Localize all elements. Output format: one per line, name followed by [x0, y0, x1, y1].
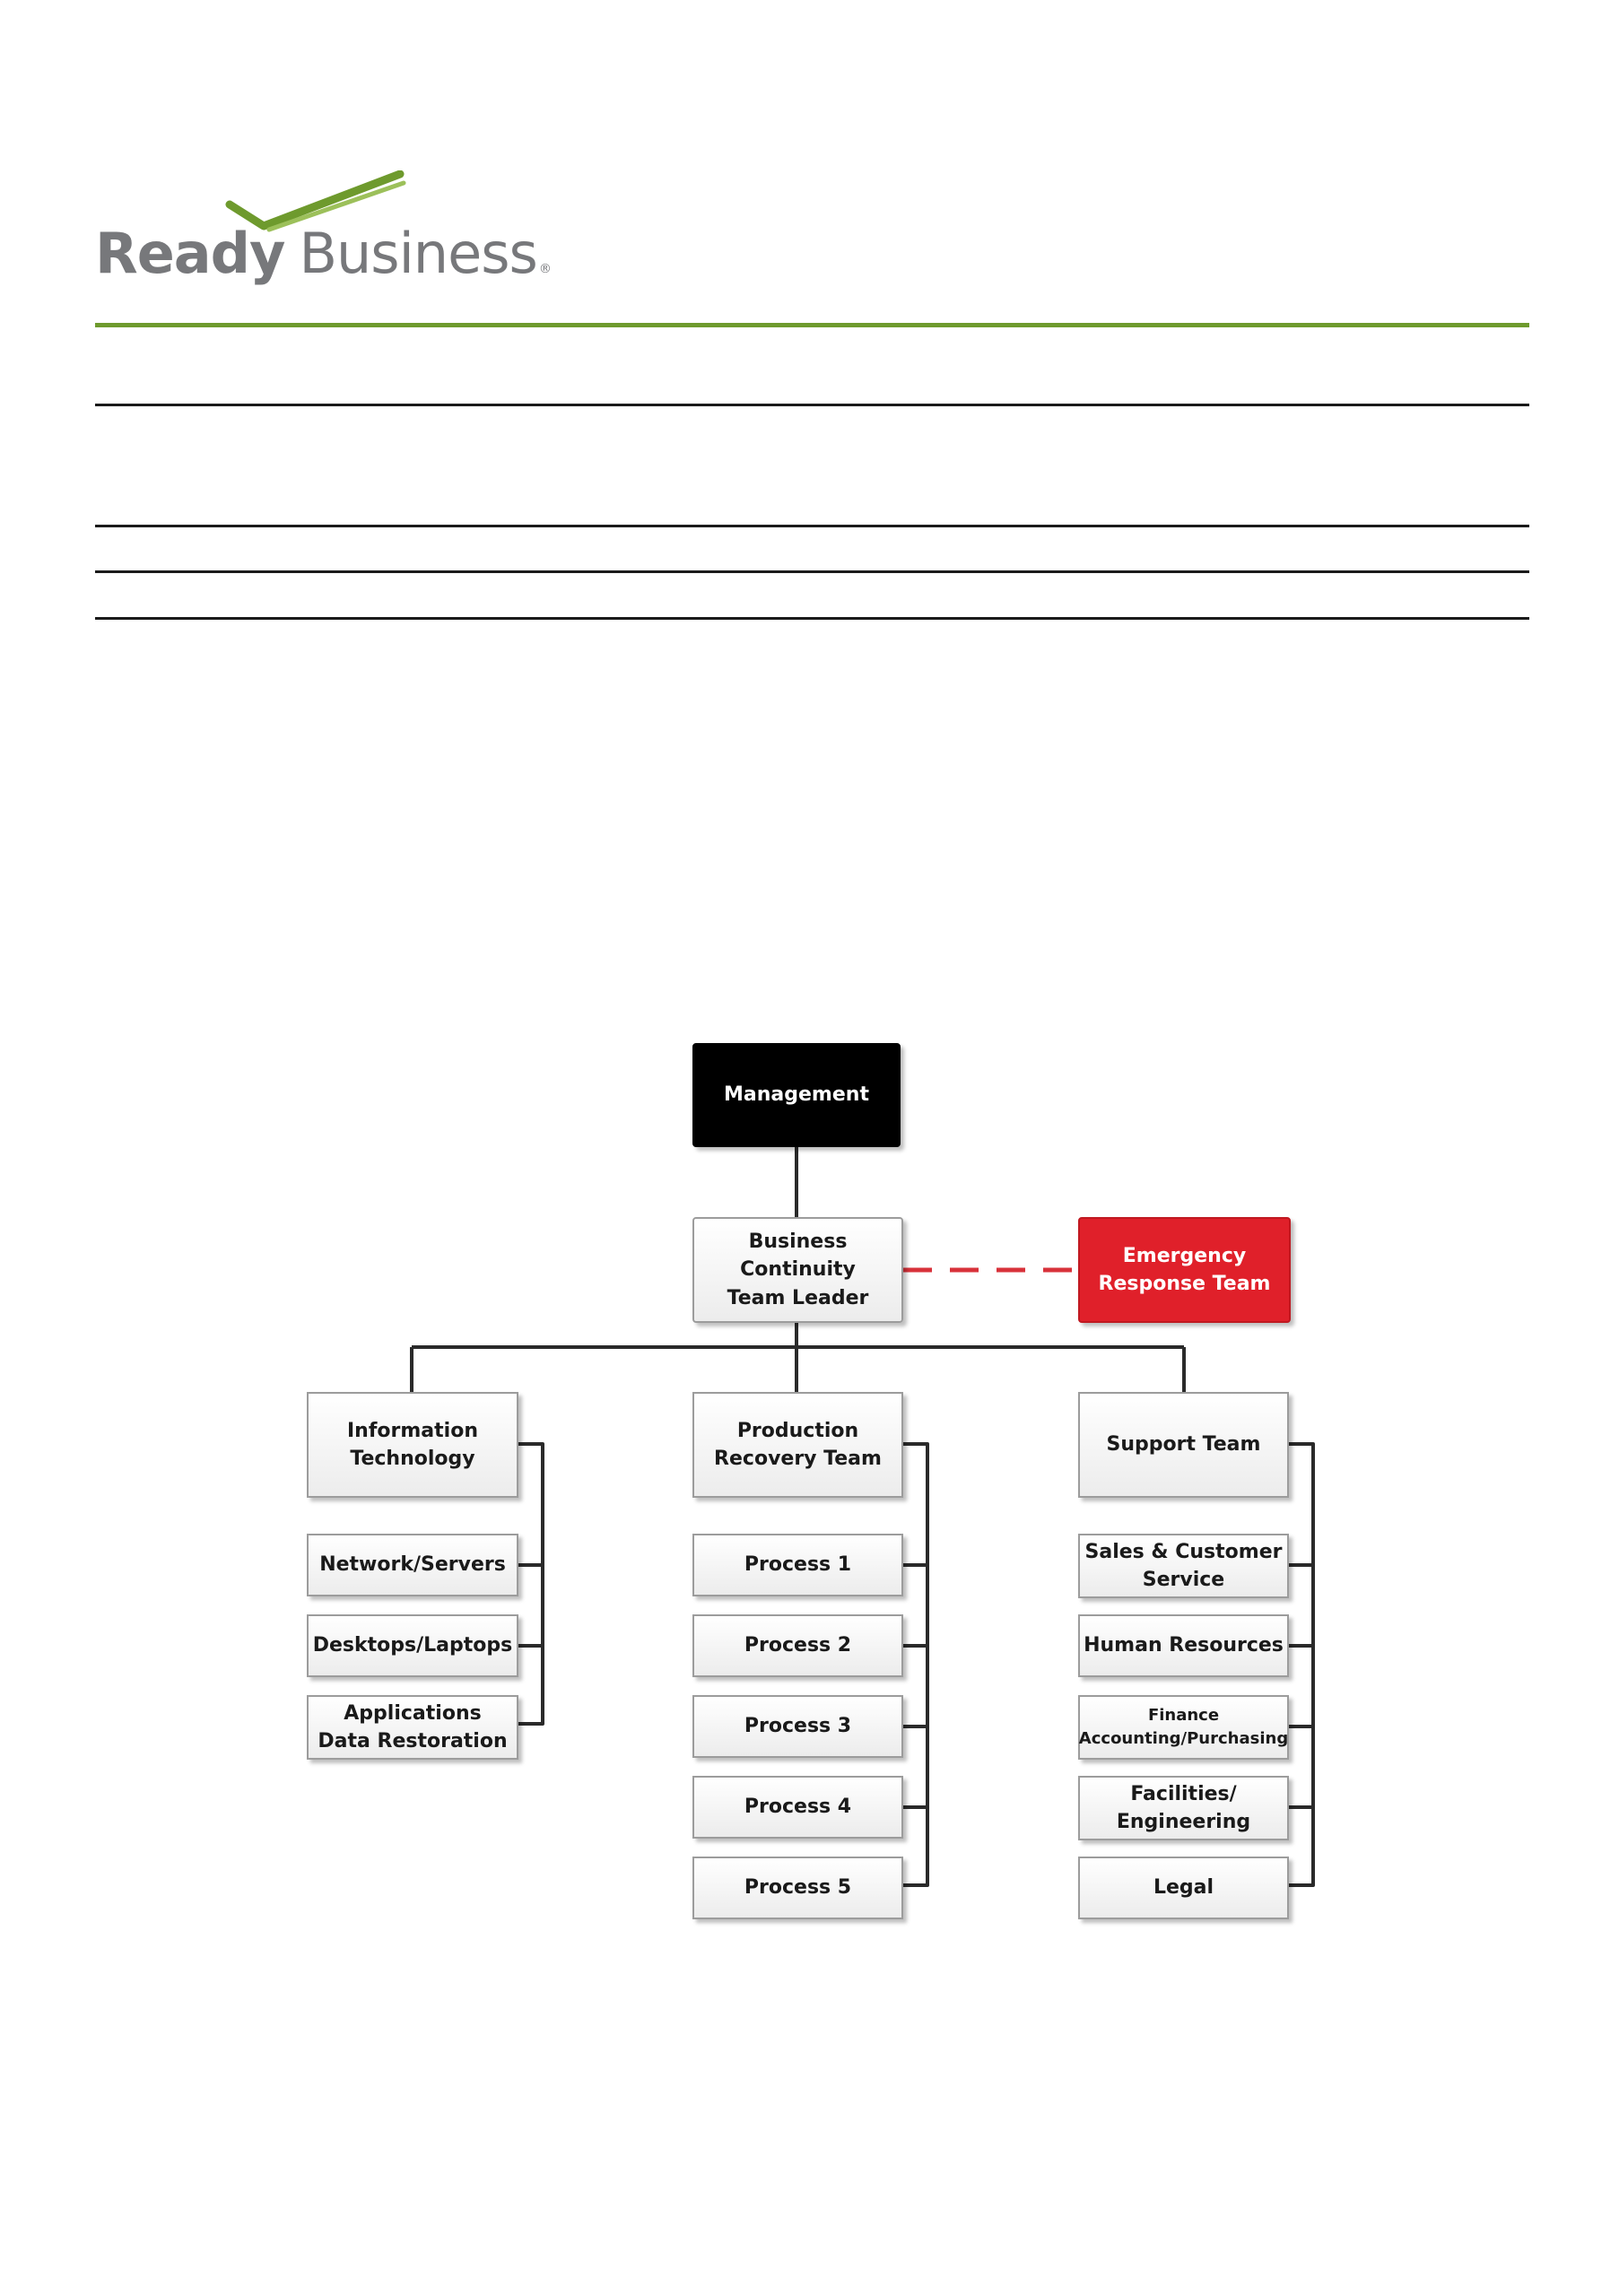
- box-process-1: Process 1: [692, 1534, 903, 1596]
- connector-lines: [410, 1146, 1315, 1887]
- header-green-rule: [95, 323, 1529, 327]
- logo-word-ready: Ready: [95, 221, 285, 286]
- box-applications-data-restoration: Applications Data Restoration: [307, 1695, 518, 1760]
- bracket-it: [518, 1442, 544, 1726]
- box-process-4: Process 4: [692, 1776, 903, 1839]
- box-finance-accounting-purchasing: Finance Accounting/Purchasing: [1078, 1695, 1289, 1760]
- box-emergency-response-team: Emergency Response Team: [1078, 1217, 1291, 1323]
- box-human-resources: Human Resources: [1078, 1614, 1289, 1677]
- box-process-3: Process 3: [692, 1695, 903, 1758]
- box-legal: Legal: [1078, 1857, 1289, 1919]
- registered-mark: ®: [538, 262, 552, 276]
- header-rule-3: [95, 570, 1529, 573]
- header-rule-4: [95, 617, 1529, 620]
- checkmark-icon: [225, 170, 406, 232]
- bracket-support: [1289, 1442, 1315, 1887]
- box-support-team: Support Team: [1078, 1392, 1289, 1498]
- box-desktops-laptops: Desktops/Laptops: [307, 1614, 518, 1677]
- box-facilities-engineering: Facilities/ Engineering: [1078, 1776, 1289, 1840]
- box-business-continuity-team-leader: Business Continuity Team Leader: [692, 1217, 903, 1323]
- box-process-2: Process 2: [692, 1614, 903, 1677]
- box-production-recovery-team: Production Recovery Team: [692, 1392, 903, 1498]
- box-network-servers: Network/Servers: [307, 1534, 518, 1596]
- header-rule-2: [95, 525, 1529, 527]
- box-management: Management: [692, 1043, 901, 1147]
- box-information-technology: Information Technology: [307, 1392, 518, 1498]
- logo-word-business: Business: [299, 221, 537, 286]
- box-sales-customer-service: Sales & Customer Service: [1078, 1534, 1289, 1598]
- box-process-5: Process 5: [692, 1857, 903, 1919]
- bracket-production: [903, 1442, 929, 1887]
- org-chart: Management Business Continuity Team Lead…: [296, 1031, 1336, 1928]
- header-rule-1: [95, 404, 1529, 406]
